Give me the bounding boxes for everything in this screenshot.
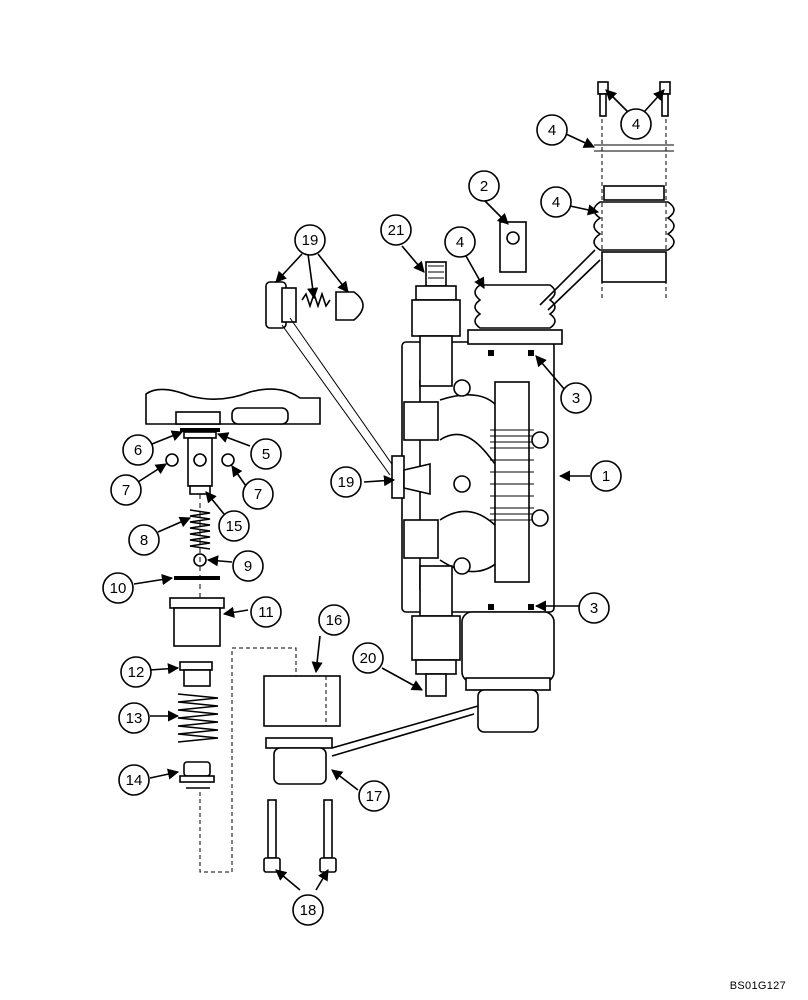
callout-1: 1 [590, 460, 622, 492]
svg-text:18: 18 [300, 902, 317, 919]
callout-2: 2 [468, 170, 500, 202]
callout-19: 19 [294, 224, 326, 256]
end-cap [265, 705, 479, 785]
svg-text:13: 13 [126, 710, 143, 727]
callout-4: 4 [540, 186, 572, 218]
svg-text:7: 7 [254, 486, 262, 503]
svg-text:4: 4 [632, 116, 640, 133]
centering-spring [177, 693, 219, 743]
svg-text:3: 3 [572, 390, 580, 407]
drawing-code: BS01G127 [729, 980, 786, 992]
callout-7: 7 [110, 474, 142, 506]
svg-text:16: 16 [326, 612, 343, 629]
callout-9: 9 [232, 550, 264, 582]
svg-text:19: 19 [338, 474, 355, 491]
callout-5: 5 [250, 438, 282, 470]
callout-21: 21 [380, 214, 412, 246]
svg-text:21: 21 [388, 222, 405, 239]
solenoid-actuator [461, 611, 555, 733]
callout-18: 18 [292, 894, 324, 926]
spring-seat-upper [179, 661, 213, 687]
svg-text:14: 14 [126, 772, 143, 789]
cartridge-valve-bottom [411, 565, 461, 697]
boot-exploded [539, 81, 675, 311]
callout-15: 15 [218, 510, 250, 542]
detent-plunger [180, 428, 220, 495]
callout-17: 17 [358, 780, 390, 812]
svg-text:15: 15 [226, 518, 243, 535]
callout-4: 4 [444, 226, 476, 258]
callout-4: 4 [536, 114, 568, 146]
callout-16: 16 [318, 604, 350, 636]
detent-spring [189, 509, 211, 550]
callout-14: 14 [118, 764, 150, 796]
svg-text:4: 4 [548, 122, 556, 139]
detent-ball-right [221, 453, 235, 467]
svg-text:4: 4 [552, 194, 560, 211]
svg-text:9: 9 [244, 558, 252, 575]
cartridge-valve-top [411, 261, 461, 387]
callout-10: 10 [102, 572, 134, 604]
relief-valve-assembly [265, 281, 431, 499]
svg-text:6: 6 [134, 442, 142, 459]
callout-11: 11 [250, 596, 282, 628]
cover [263, 675, 341, 727]
callout-3: 3 [560, 382, 592, 414]
leader-lines [133, 89, 665, 891]
callout-12: 12 [120, 656, 152, 688]
svg-text:3: 3 [590, 600, 598, 617]
callout-4: 4 [620, 108, 652, 140]
callout-7: 7 [242, 478, 274, 510]
callout-19: 19 [330, 466, 362, 498]
spring-seat-lower [179, 761, 215, 789]
callout-13: 13 [118, 702, 150, 734]
callout-3: 3 [578, 592, 610, 624]
svg-text:5: 5 [262, 446, 270, 463]
svg-text:4: 4 [456, 234, 464, 251]
o-ring [174, 576, 220, 580]
svg-text:8: 8 [140, 532, 148, 549]
svg-text:7: 7 [122, 482, 130, 499]
svg-text:12: 12 [128, 664, 145, 681]
svg-text:11: 11 [258, 604, 274, 621]
svg-text:10: 10 [110, 580, 127, 597]
svg-text:20: 20 [360, 650, 377, 667]
svg-text:17: 17 [366, 788, 383, 805]
cap-screws [263, 799, 337, 873]
valve-body [401, 341, 555, 613]
svg-text:19: 19 [302, 232, 319, 249]
cap [169, 597, 225, 647]
svg-text:1: 1 [602, 468, 610, 485]
phantom-path [199, 647, 297, 873]
callout-6: 6 [122, 434, 154, 466]
detent-ball-left [165, 453, 179, 467]
spool-end-and-boot [467, 221, 563, 345]
detent-housing [145, 388, 321, 425]
svg-text:2: 2 [480, 178, 488, 195]
callout-8: 8 [128, 524, 160, 556]
callout-20: 20 [352, 642, 384, 674]
